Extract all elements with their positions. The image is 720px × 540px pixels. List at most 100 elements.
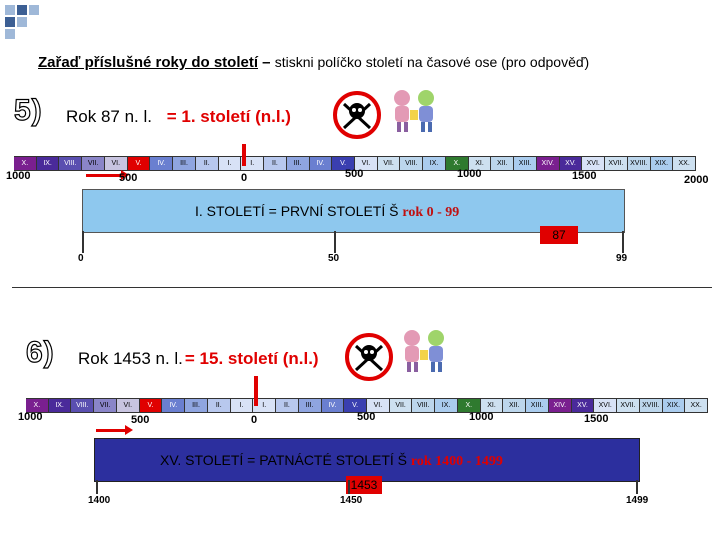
- century-segment[interactable]: XVII.: [617, 399, 640, 412]
- century-segment[interactable]: VI.: [104, 157, 128, 170]
- century-segment[interactable]: IV.: [309, 157, 333, 170]
- century-segment[interactable]: IX.: [423, 157, 446, 170]
- century-segment[interactable]: XIX.: [650, 157, 674, 170]
- task5-line: Rok 87 n. l. = 1. století (n.l.): [66, 107, 291, 127]
- century-segment[interactable]: IV.: [321, 399, 345, 412]
- century-segment[interactable]: V.: [344, 399, 368, 412]
- century-segment[interactable]: XVII.: [605, 157, 628, 170]
- century-segment[interactable]: II.: [207, 399, 231, 412]
- task6-number: 6): [25, 335, 55, 369]
- direction-arrow: [86, 170, 129, 180]
- task5-number: 5): [13, 93, 43, 127]
- century-segment[interactable]: I.: [253, 399, 277, 412]
- century-segment[interactable]: III.: [298, 399, 322, 412]
- century-segment[interactable]: XIII.: [514, 157, 537, 170]
- century-segment[interactable]: VIII.: [412, 399, 436, 412]
- deco-square: [5, 29, 15, 39]
- century-segment[interactable]: V.: [332, 157, 356, 170]
- scale-label: 1499: [626, 495, 649, 506]
- century-segment[interactable]: X.: [26, 399, 49, 412]
- century-segment[interactable]: XV.: [559, 157, 583, 170]
- century-segment[interactable]: IV.: [150, 157, 174, 170]
- century-segment[interactable]: VIII.: [71, 399, 95, 412]
- task6-answer[interactable]: = 15. století (n.l.): [184, 349, 319, 368]
- century-segment[interactable]: I.: [241, 157, 265, 170]
- century-segment[interactable]: III.: [286, 157, 310, 170]
- tick-label: 1500: [572, 170, 597, 182]
- century-segment[interactable]: XI.: [480, 399, 504, 412]
- tick-label: 500: [345, 168, 364, 180]
- skull-crossbones-icon: [333, 91, 381, 139]
- deco-square: [29, 5, 39, 15]
- task5-question: Rok 87 n. l.: [66, 107, 152, 126]
- deco-square: [17, 17, 27, 27]
- century-info-box: [94, 438, 640, 482]
- century-segment[interactable]: V.: [127, 157, 151, 170]
- century-segment[interactable]: XV.: [571, 399, 595, 412]
- century-segment[interactable]: XVI.: [594, 399, 618, 412]
- century-segment[interactable]: XI.: [468, 157, 492, 170]
- century-segment[interactable]: VIII.: [400, 157, 424, 170]
- century-segment[interactable]: XVI.: [582, 157, 606, 170]
- scale-label: 0: [78, 253, 84, 264]
- century-segment[interactable]: VI.: [116, 399, 140, 412]
- century-segment[interactable]: II.: [264, 157, 287, 170]
- section-divider: [12, 287, 712, 288]
- tick-label: 500: [131, 414, 150, 426]
- tick-label: 500: [357, 411, 376, 423]
- century-segment[interactable]: I.: [230, 399, 254, 412]
- page-heading: Zařaď příslušné roky do století – stiskn…: [38, 54, 590, 71]
- century-segment[interactable]: VII.: [389, 399, 413, 412]
- century-segment[interactable]: IV.: [162, 399, 186, 412]
- century-segment[interactable]: III.: [173, 157, 196, 170]
- century-segment[interactable]: III.: [185, 399, 208, 412]
- century-segment[interactable]: XIII.: [526, 399, 549, 412]
- task6-line: Rok 1453 n. l.= 15. století (n.l.): [78, 349, 319, 369]
- zero-marker: [254, 376, 258, 406]
- timeline-strip: X.IX.VIII.VII.VI.V.IV.III.II.I.I.II.III.…: [26, 398, 709, 413]
- century-segment[interactable]: IX.: [48, 399, 72, 412]
- scale-tick: [348, 480, 350, 494]
- scale-tick: [622, 231, 624, 253]
- scale-tick: [636, 480, 638, 494]
- century-segment[interactable]: XX.: [685, 399, 709, 412]
- century-segment[interactable]: XIV.: [536, 157, 560, 170]
- task5-answer[interactable]: = 1. století (n.l.): [166, 107, 291, 126]
- tick-label: 1000: [457, 168, 482, 180]
- century-segment[interactable]: XIX.: [662, 399, 686, 412]
- century-segment[interactable]: VI.: [367, 399, 390, 412]
- century-segment[interactable]: X.: [457, 399, 481, 412]
- century-segment[interactable]: II.: [195, 157, 219, 170]
- century-segment[interactable]: X.: [14, 157, 37, 170]
- century-info-text: XV. STOLETÍ = PATNÁCTÉ STOLETÍ Š rok 140…: [160, 452, 503, 469]
- century-segment[interactable]: VII.: [377, 157, 401, 170]
- deco-square: [5, 17, 15, 27]
- century-segment[interactable]: IX.: [435, 399, 458, 412]
- century-segment[interactable]: VIII.: [59, 157, 83, 170]
- century-info-text: I. STOLETÍ = PRVNÍ STOLETÍ Š rok 0 - 99: [195, 203, 460, 220]
- century-segment[interactable]: XII.: [491, 157, 515, 170]
- century-segment[interactable]: XVIII.: [639, 399, 663, 412]
- century-segment[interactable]: IX.: [36, 157, 60, 170]
- century-segment[interactable]: II.: [276, 399, 299, 412]
- century-segment[interactable]: X.: [445, 157, 469, 170]
- scale-label: 1400: [88, 495, 111, 506]
- century-segment[interactable]: XII.: [503, 399, 527, 412]
- century-segment[interactable]: VI.: [355, 157, 378, 170]
- task6-question: Rok 1453 n. l.: [78, 349, 183, 368]
- year-badge: 1453: [346, 476, 382, 494]
- zero-marker: [242, 144, 246, 166]
- tick-label: 1000: [18, 411, 43, 423]
- century-segment[interactable]: XIV.: [548, 399, 572, 412]
- century-segment[interactable]: XX.: [673, 157, 697, 170]
- century-segment[interactable]: XVIII.: [627, 157, 651, 170]
- scale-tick: [96, 480, 98, 494]
- century-segment[interactable]: VII.: [82, 157, 105, 170]
- deco-square: [17, 5, 27, 15]
- kids-clipart-icon: [404, 330, 444, 372]
- century-segment[interactable]: I.: [218, 157, 242, 170]
- century-segment[interactable]: VII.: [94, 399, 117, 412]
- century-segment[interactable]: V.: [139, 399, 163, 412]
- scale-tick: [82, 231, 84, 253]
- tick-label: 0: [251, 414, 258, 426]
